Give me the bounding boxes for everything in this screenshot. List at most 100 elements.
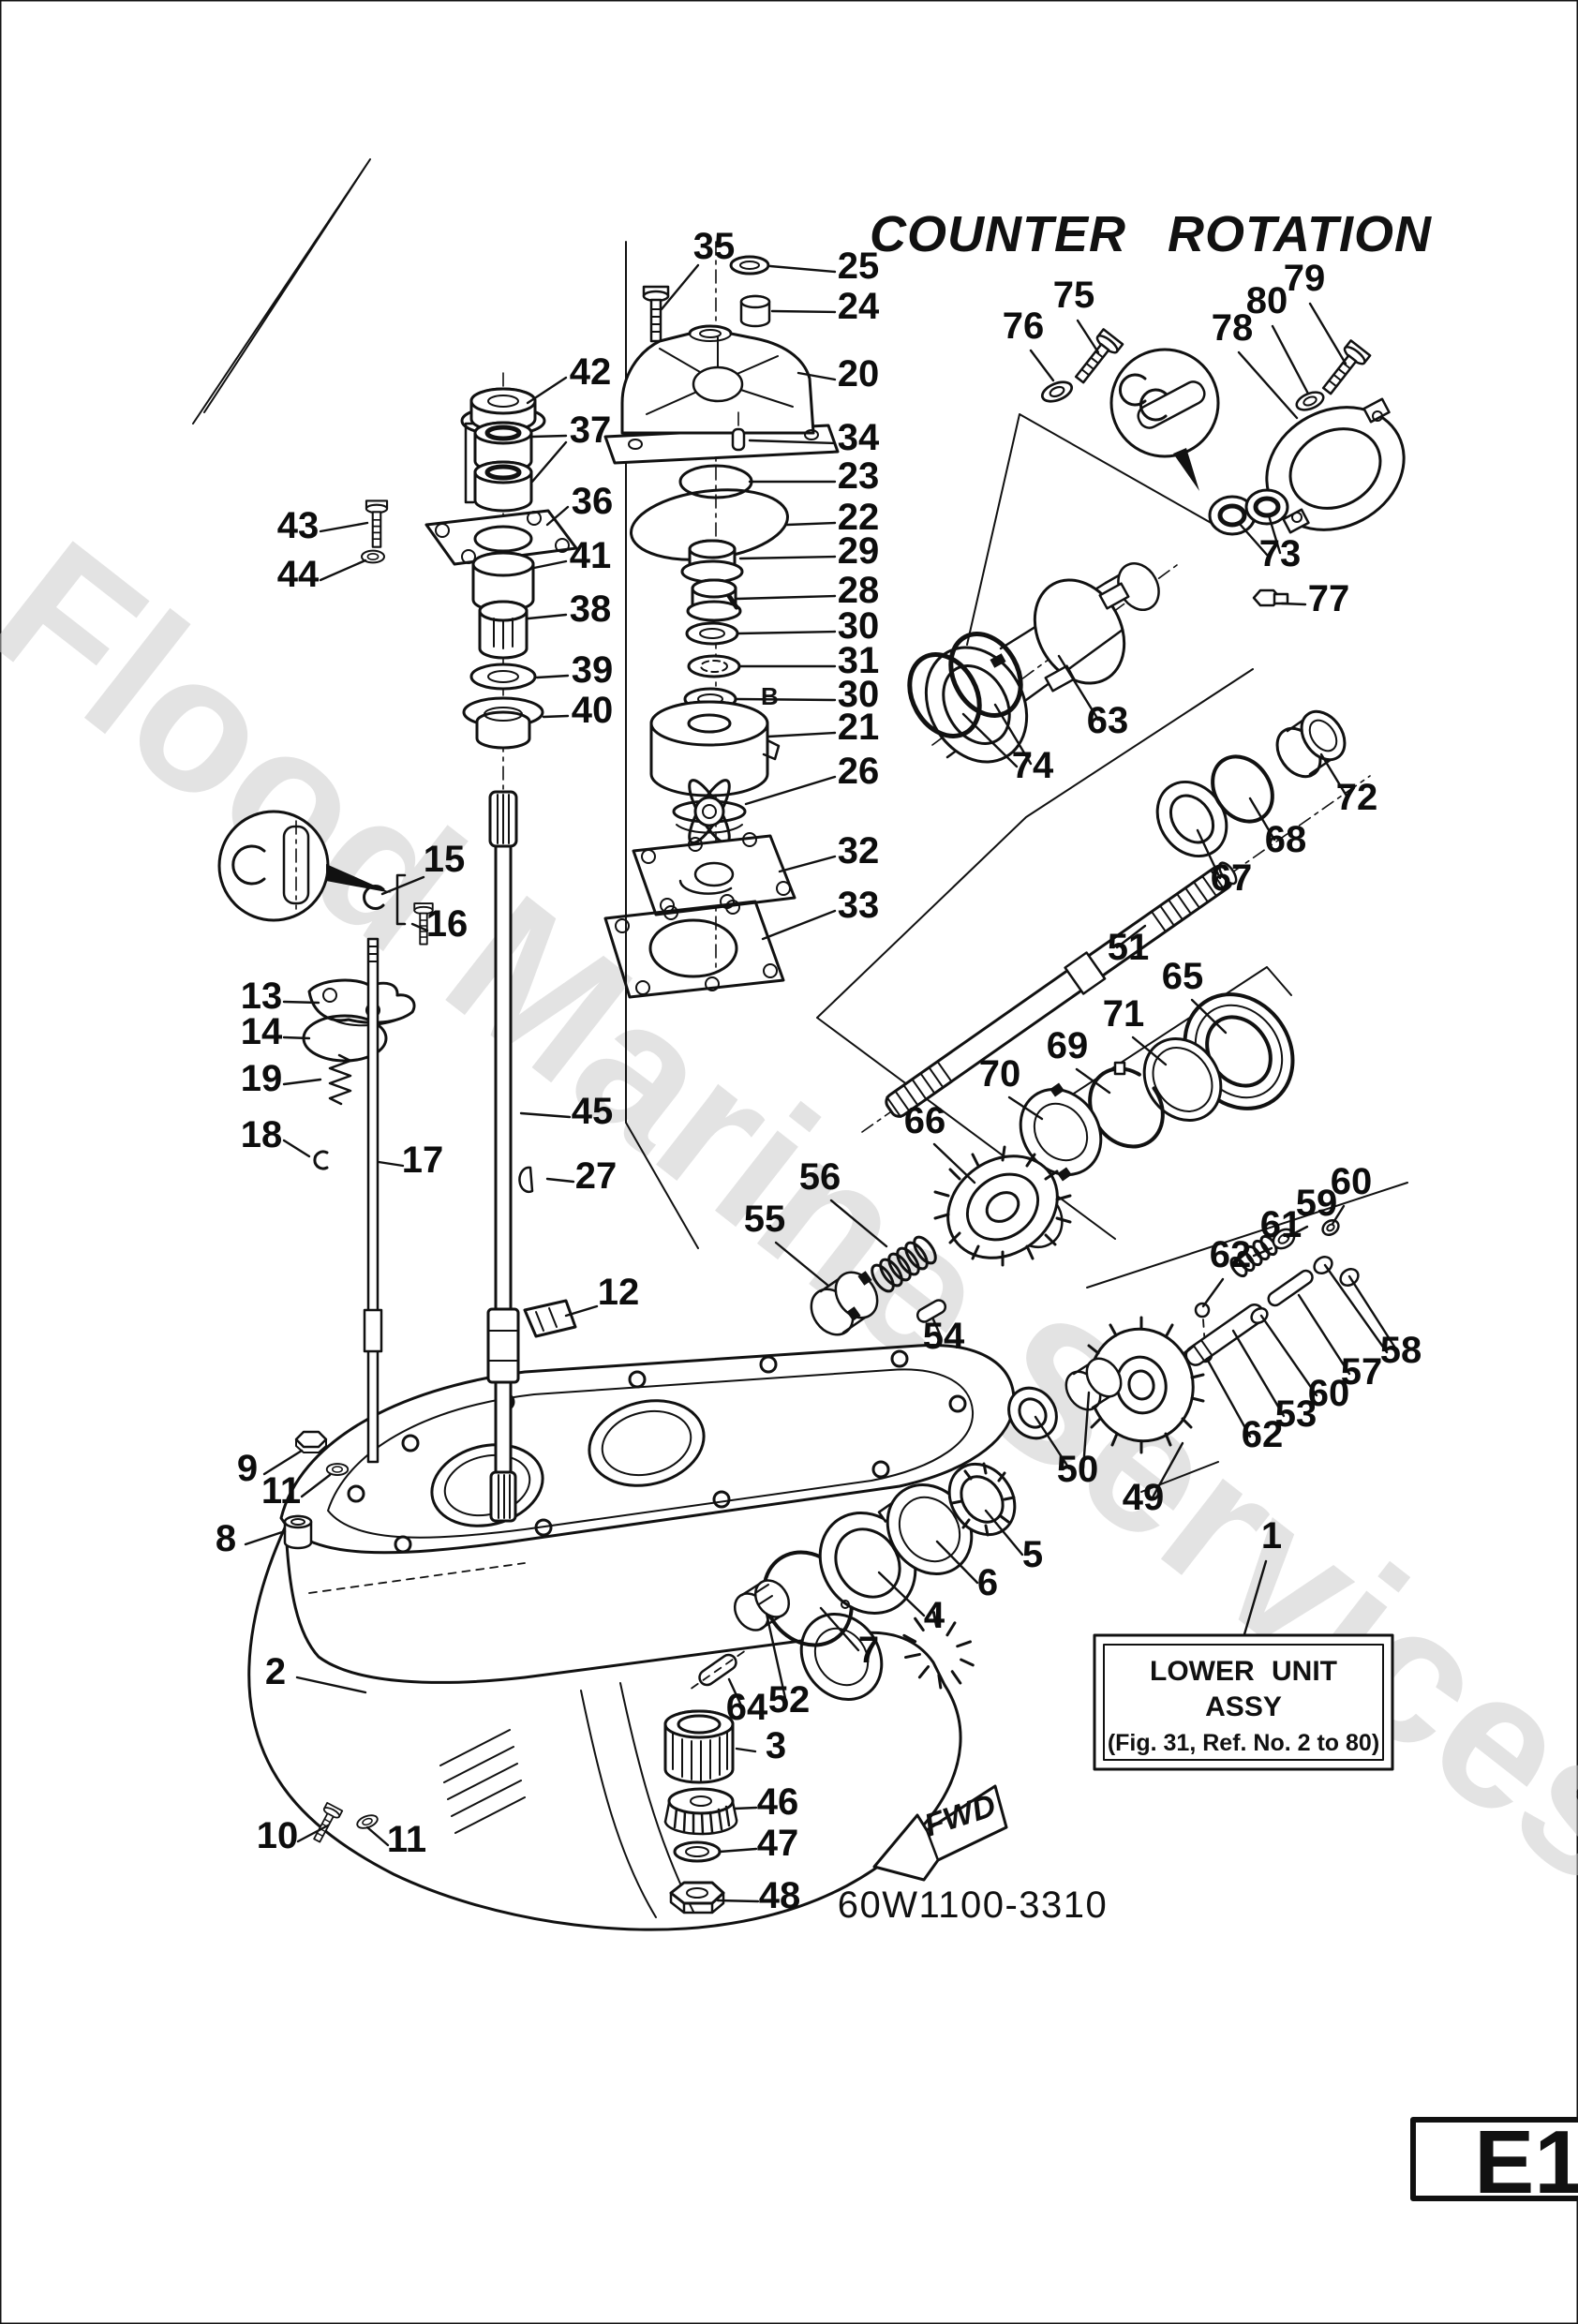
leader-line-56 — [829, 1199, 888, 1248]
part-clutch-dog-55 — [810, 1271, 879, 1336]
leader-line-54 — [931, 1318, 942, 1336]
part-label-8: 8 — [216, 1518, 236, 1559]
leader-line-51 — [1115, 924, 1147, 949]
part-gasket-33 — [603, 900, 785, 999]
leader-line-68 — [1248, 797, 1276, 842]
leader-line-76 — [1029, 349, 1055, 382]
part-label-80: 80 — [1246, 280, 1288, 321]
part-label-29: 29 — [838, 530, 880, 572]
part-label-64: 64 — [726, 1687, 768, 1728]
part-ring-nut-78 — [1265, 397, 1406, 534]
part-label-56: 56 — [799, 1156, 841, 1198]
part-label-2: 2 — [265, 1651, 286, 1692]
leader-line-40 — [542, 714, 570, 719]
part-label-19: 19 — [241, 1058, 283, 1099]
leader-line-58 — [1323, 1263, 1389, 1354]
part-prop-shaft-51 — [885, 861, 1238, 1118]
leader-line-65 — [1190, 998, 1228, 1035]
leader-line-4 — [877, 1571, 926, 1617]
leader-line-19 — [282, 1078, 322, 1086]
part-label-55: 55 — [744, 1199, 786, 1240]
part-spacer-24 — [739, 294, 771, 328]
part-label-22: 22 — [838, 497, 880, 538]
leader-line-28 — [735, 594, 837, 601]
leader-line-11 — [365, 1825, 390, 1847]
part-label-48: 48 — [759, 1875, 801, 1916]
leader-line-60 — [1259, 1314, 1318, 1397]
part-label-36: 36 — [572, 481, 614, 522]
part-label-15: 15 — [424, 839, 466, 880]
part-clip-18 — [313, 1150, 329, 1170]
leader-line-74 — [961, 712, 1019, 768]
part-label-38: 38 — [570, 588, 612, 630]
part-label-79: 79 — [1284, 258, 1326, 299]
part-bearing-67 — [902, 780, 1228, 1690]
leader-line-37 — [530, 434, 568, 439]
leader-line-49 — [1151, 1441, 1184, 1499]
part-seal-40 — [462, 696, 544, 750]
part-lower-case — [247, 1344, 1016, 1931]
part-washer-39 — [469, 663, 537, 691]
part-impeller-housing-21 — [649, 700, 781, 797]
leader-line-1 — [1243, 1559, 1268, 1636]
leader-line-45 — [519, 1111, 572, 1119]
part-label-24: 24 — [838, 286, 880, 327]
part-label-45: 45 — [572, 1091, 614, 1132]
part-label-9: 9 — [237, 1448, 258, 1489]
leader-line-50 — [1081, 1391, 1091, 1470]
part-bearing-3 — [663, 1709, 735, 1784]
part-label-14: 14 — [241, 1011, 283, 1052]
part-pinion-gear-46 — [663, 1787, 738, 1836]
part-ring-71 — [1142, 1036, 1223, 1123]
leader-line-70 — [1007, 1095, 1044, 1121]
part-label-27: 27 — [575, 1155, 618, 1197]
leader-line-8 — [244, 1529, 287, 1546]
part-label-13: 13 — [241, 976, 283, 1017]
leader-line-73 — [1267, 514, 1282, 555]
leader-line-24 — [770, 309, 837, 314]
part-driveshaft — [486, 790, 520, 1523]
part-label-11: 11 — [261, 1470, 301, 1512]
part-trim-tab — [523, 1299, 577, 1338]
part-pin-64 — [691, 1650, 745, 1690]
part-label-26: 26 — [838, 751, 880, 792]
part-bearings-50 — [1007, 1357, 1123, 1440]
part-label-57: 57 — [1341, 1351, 1383, 1393]
part-bearings-37 — [464, 421, 533, 513]
leader-line-25 — [768, 264, 837, 274]
leader-line-2 — [295, 1676, 367, 1694]
leader-line-11 — [300, 1473, 332, 1498]
info-box: LOWER UNIT ASSY (Fig. 31, Ref. No. 2 to … — [1093, 1633, 1394, 1771]
part-orings-74 — [907, 632, 1023, 738]
detail-circle-left — [217, 810, 407, 926]
leader-line-36 — [545, 505, 570, 527]
leader-line-75 — [1076, 319, 1100, 354]
part-label-18: 18 — [241, 1114, 283, 1155]
part-oil-pump-bracket-36 — [424, 509, 578, 566]
leader-line-3 — [735, 1747, 757, 1753]
part-pin-27 — [518, 1166, 534, 1194]
leader-line-16 — [410, 922, 429, 932]
page-code: E1 — [1474, 2112, 1578, 2212]
part-label-28: 28 — [838, 570, 880, 611]
leader-line-30 — [737, 630, 837, 635]
leader-line-41 — [532, 559, 568, 570]
part-wave-washer-31 — [687, 654, 741, 678]
info-box-line2: ASSY — [1205, 1691, 1282, 1722]
leader-line-10 — [296, 1824, 330, 1843]
leader-line-39 — [535, 674, 570, 679]
part-bushing-38 — [478, 600, 528, 660]
part-spring-56 — [871, 1235, 937, 1293]
part-spring-19 — [328, 1053, 352, 1106]
part-label-7: 7 — [858, 1630, 879, 1671]
part-label-75: 75 — [1053, 275, 1095, 316]
leader-line-60 — [1331, 1204, 1346, 1226]
part-label-51: 51 — [1108, 927, 1150, 968]
leader-line-63 — [1057, 654, 1100, 722]
leader-line-48 — [716, 1899, 760, 1903]
leader-line-21 — [767, 731, 837, 738]
leader-line-30 — [735, 697, 837, 702]
leader-line-78 — [1237, 350, 1299, 420]
leader-line-61 — [1252, 1246, 1273, 1258]
